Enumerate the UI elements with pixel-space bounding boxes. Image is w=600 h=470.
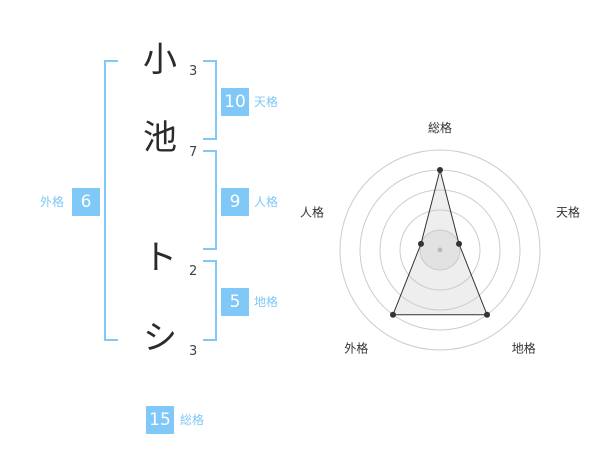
chikaku-label: 地格 [254,295,279,309]
radar-axis-label-4: 外格 [344,341,368,356]
radar-axis-label-5: 人格 [300,204,324,219]
radar-point-4 [389,311,396,318]
jinkaku-bracket [203,150,217,250]
chikaku-value: 5 [221,288,249,316]
stroke-count-3: 2 [189,264,198,279]
radar-point-1 [437,167,443,173]
stroke-count-4: 3 [189,344,198,359]
radar-center-point [437,247,443,253]
radar-axis-label-2: 天格 [556,204,580,219]
soukaku-value: 15 [146,406,174,434]
tenkaku-label: 天格 [254,95,279,109]
radar-data [389,167,491,318]
stroke-count-1: 3 [189,64,198,79]
radar-polygon [392,169,488,316]
radar-point-2 [456,240,463,247]
soukaku-label: 総格 [180,413,205,427]
stroke-count-2: 7 [189,145,198,160]
radar-point-3 [484,311,491,318]
jinkaku-value: 9 [221,188,249,216]
radar-ring-3 [379,189,501,311]
radar-axis-label-3: 地格 [512,341,536,356]
name-char-4: シ [143,318,177,358]
jinkaku-label: 人格 [254,195,279,209]
name-char-2: 池 [143,118,177,158]
chikaku-bracket [203,260,217,341]
tenkaku-value: 10 [221,88,249,116]
radar-axis-label-1: 総格 [428,120,452,135]
gaikaku-value: 6 [72,188,100,216]
radar-ring-2 [399,209,481,291]
gaikaku-bracket [104,60,118,341]
name-char-1: 小 [143,40,177,80]
tenkaku-bracket [203,60,217,140]
name-char-3: ト [143,238,177,278]
gaikaku-label: 外格 [40,195,65,209]
radar-point-5 [417,240,424,247]
radar-ring-5 [339,149,541,351]
